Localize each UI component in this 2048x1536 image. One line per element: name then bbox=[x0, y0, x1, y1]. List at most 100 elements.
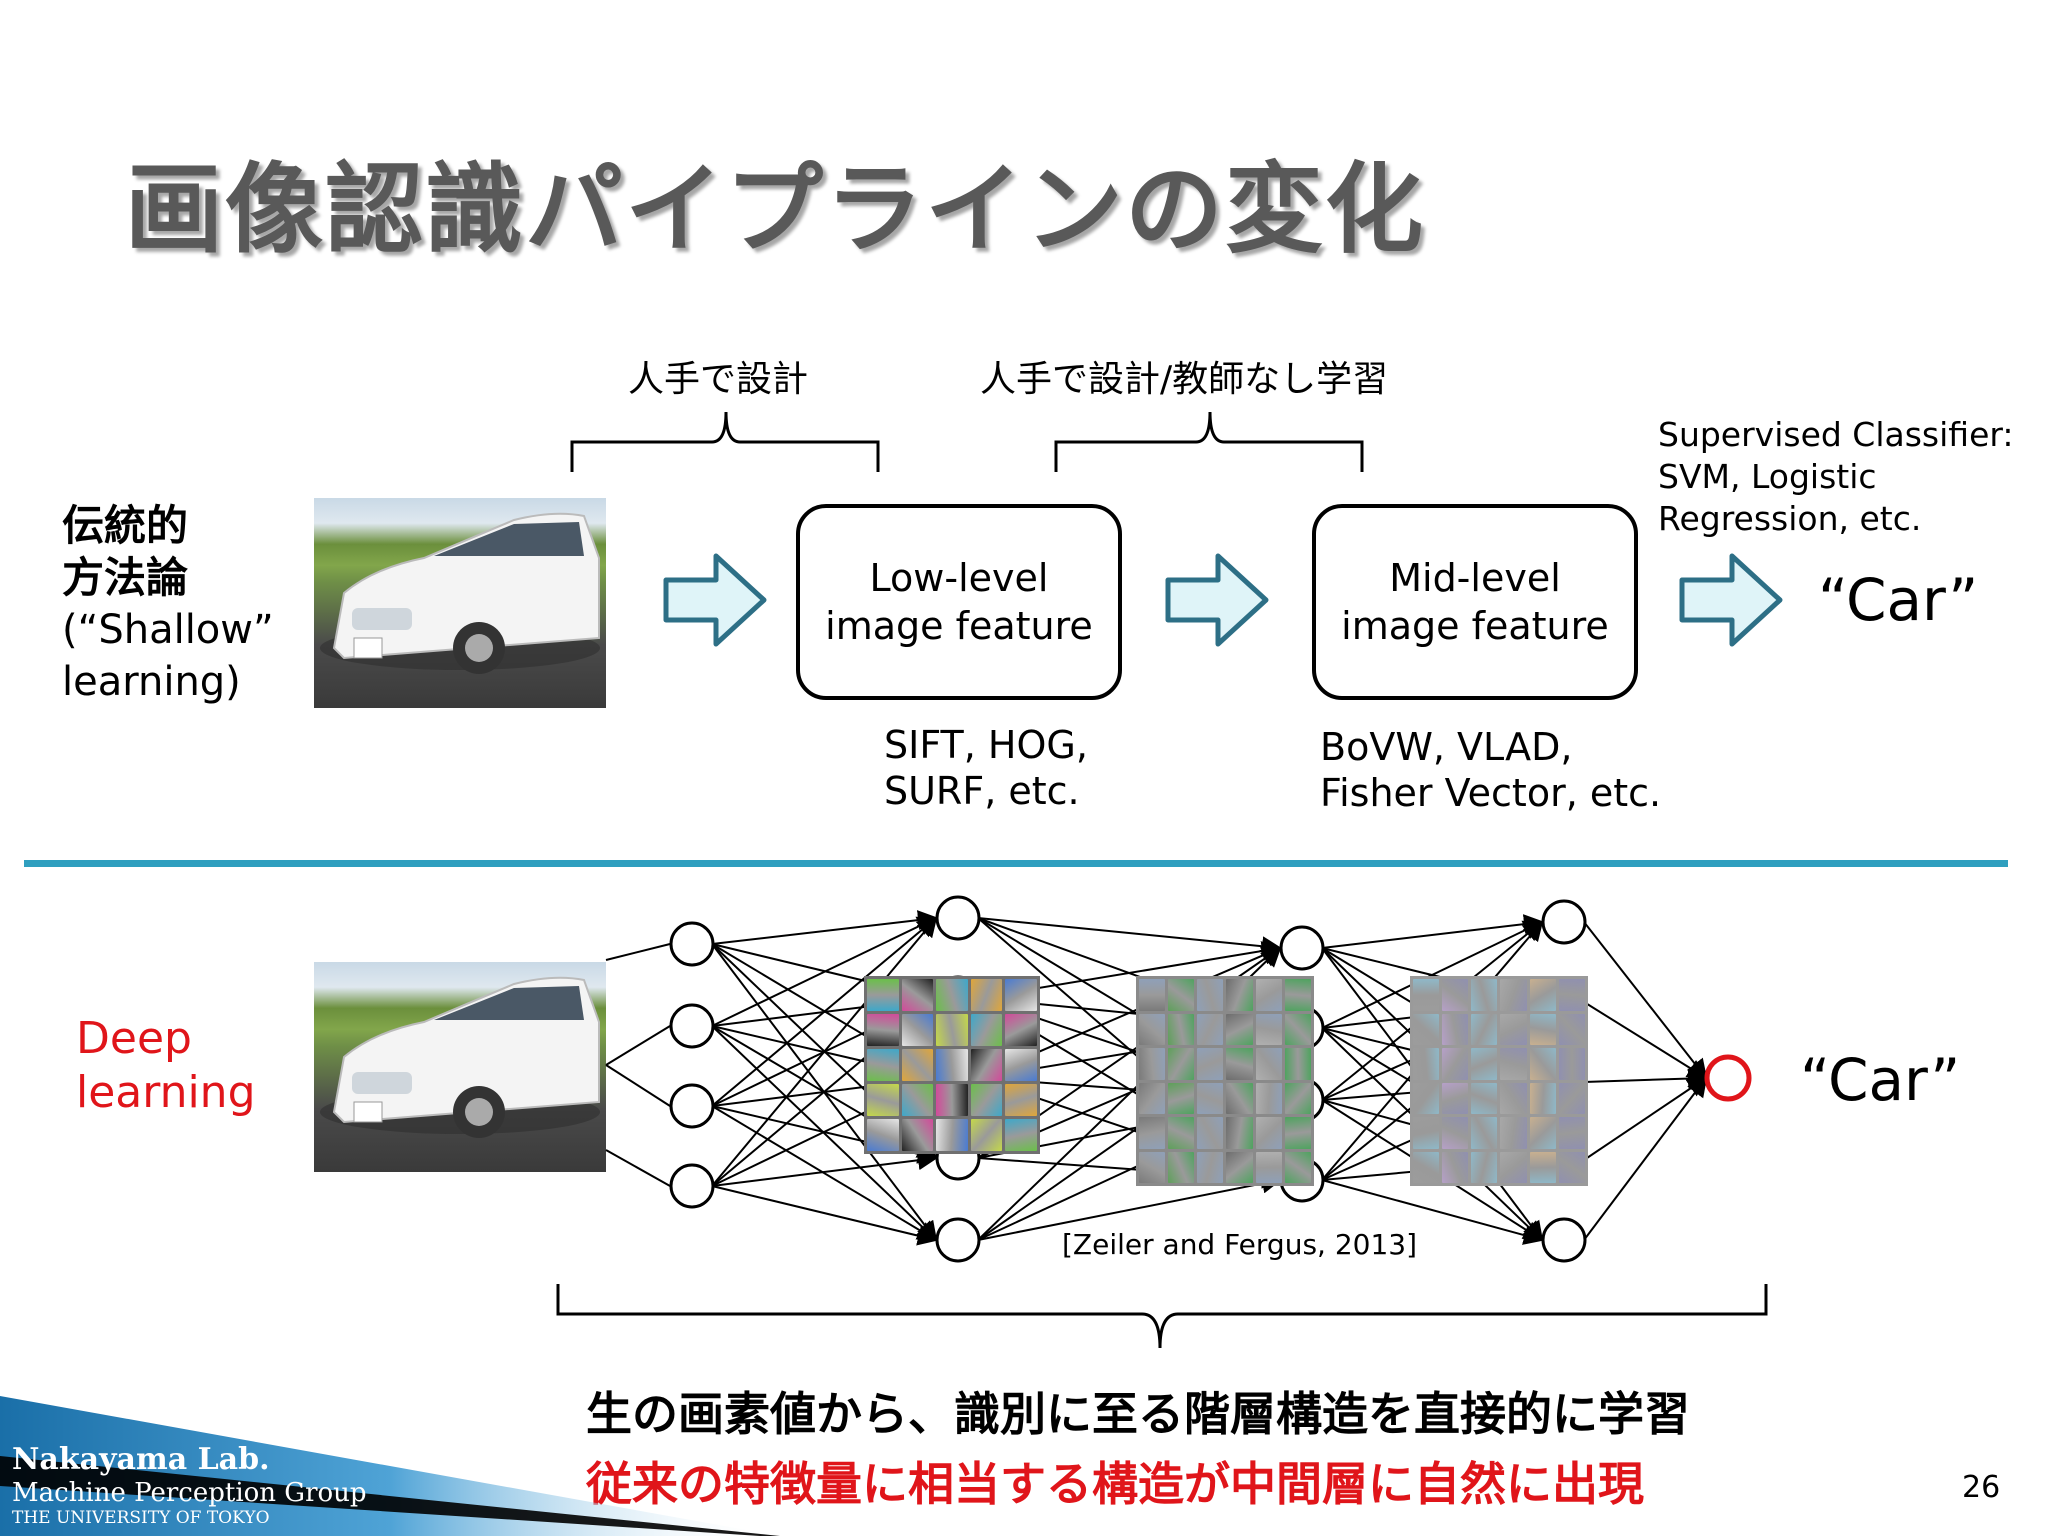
filter-tile bbox=[1471, 1048, 1498, 1080]
connection-l3-out bbox=[1583, 1076, 1708, 1161]
deep-label-line1: Deep bbox=[76, 1013, 192, 1064]
filter-tile bbox=[1284, 1082, 1311, 1114]
filter-tile bbox=[1005, 1084, 1037, 1116]
brace-label-handcrafted: 人手で設計 bbox=[628, 359, 809, 400]
filter-tile bbox=[1558, 1048, 1585, 1080]
filter-tile bbox=[1471, 1013, 1498, 1045]
filter-tile bbox=[1442, 1082, 1469, 1114]
connection-l3-out bbox=[1583, 1001, 1708, 1080]
filter-tile bbox=[867, 979, 899, 1011]
box2-line1: Mid-level bbox=[1389, 556, 1561, 600]
classifier-line1: Supervised Classifier: bbox=[1658, 415, 2014, 454]
filter-tile bbox=[1471, 1117, 1498, 1149]
filter-tile bbox=[936, 1084, 968, 1116]
filter-tile bbox=[1255, 1117, 1282, 1149]
filter-tile bbox=[1471, 1151, 1498, 1183]
filter-tile bbox=[1442, 1048, 1469, 1080]
box2-line2: image feature bbox=[1341, 604, 1609, 648]
citation: [Zeiler and Fergus, 2013] bbox=[1062, 1228, 1418, 1261]
deep-label-line2: learning bbox=[76, 1067, 256, 1118]
mid-level-examples-line2: Fisher Vector, etc. bbox=[1320, 771, 1662, 815]
connection-l0-l1 bbox=[711, 916, 938, 1107]
label-jp-line1: 伝統的 bbox=[62, 501, 189, 550]
filter-tile bbox=[1226, 1048, 1253, 1080]
filter-tile bbox=[1284, 1151, 1311, 1183]
lab-group: Machine Perception Group bbox=[12, 1478, 367, 1508]
filter-tile bbox=[1197, 1117, 1224, 1149]
filter-tile bbox=[1226, 1082, 1253, 1114]
brace-left bbox=[570, 411, 880, 472]
car-image bbox=[320, 512, 600, 674]
network-node bbox=[1541, 1217, 1587, 1263]
filter-tile bbox=[1500, 1117, 1527, 1149]
filter-tile bbox=[1197, 979, 1224, 1011]
filter-tile bbox=[1197, 1082, 1224, 1114]
arrow-right-icon bbox=[663, 553, 767, 647]
filter-tile bbox=[1005, 1119, 1037, 1151]
footer-swoosh bbox=[0, 1396, 780, 1536]
filter-tile bbox=[936, 1049, 968, 1081]
filter-tile bbox=[1197, 1013, 1224, 1045]
connection-l2-l3 bbox=[1321, 914, 1544, 949]
filter-tile bbox=[1255, 1151, 1282, 1183]
filter-tile bbox=[1442, 1013, 1469, 1045]
filter-tile bbox=[1471, 979, 1498, 1011]
filter-tile bbox=[1226, 1151, 1253, 1183]
filter-tile bbox=[867, 1084, 899, 1116]
filter-tile bbox=[1255, 1013, 1282, 1045]
filter-tile bbox=[1226, 1117, 1253, 1149]
filter-tile bbox=[1139, 1082, 1166, 1114]
filter-tile bbox=[1168, 1013, 1195, 1045]
connection-l0-l1 bbox=[711, 1150, 938, 1187]
network-node bbox=[669, 1083, 715, 1129]
filter-tile bbox=[1529, 1048, 1556, 1080]
page-number: 26 bbox=[1962, 1470, 2001, 1505]
filter-tile bbox=[1413, 1117, 1440, 1149]
brace-bottom bbox=[556, 1284, 1768, 1349]
filter-tile bbox=[1139, 1117, 1166, 1149]
network-node bbox=[935, 1217, 981, 1263]
filter-tile bbox=[970, 1119, 1003, 1151]
classifier-line3: Regression, etc. bbox=[1658, 499, 1922, 538]
box1-line1: Low-level bbox=[869, 556, 1049, 600]
network-node bbox=[669, 921, 715, 967]
label-jp-line2: 方法論 bbox=[62, 553, 189, 602]
connection-l0-l1 bbox=[711, 916, 938, 1187]
output-node bbox=[1704, 1054, 1752, 1102]
filter-tile bbox=[1005, 1049, 1037, 1081]
filter-tile bbox=[1284, 1048, 1311, 1080]
layer3-filters-visualization bbox=[1410, 976, 1588, 1186]
filter-tile bbox=[970, 979, 1003, 1011]
connection-l1-l2 bbox=[977, 917, 1282, 957]
filter-tile bbox=[1558, 1117, 1585, 1149]
filter-tile bbox=[1529, 979, 1556, 1011]
connection-input bbox=[605, 943, 671, 961]
filter-tile bbox=[1558, 979, 1585, 1011]
filter-tile bbox=[1139, 1048, 1166, 1080]
filter-tile bbox=[936, 979, 968, 1011]
network-node bbox=[669, 1163, 715, 1209]
filter-tile bbox=[1442, 1151, 1469, 1183]
classifier-text: Supervised Classifier: SVM, Logistic Reg… bbox=[1658, 414, 2014, 540]
filter-tile bbox=[1197, 1048, 1224, 1080]
filter-tile bbox=[1442, 979, 1469, 1011]
filter-tile bbox=[1471, 1082, 1498, 1114]
filter-tile bbox=[901, 1119, 934, 1151]
layer2-filters-visualization bbox=[1136, 976, 1314, 1186]
label-en-line2: learning) bbox=[62, 659, 241, 705]
low-level-examples: SIFT, HOG, SURF, etc. bbox=[884, 722, 1088, 814]
low-level-feature-box: Low-level image feature bbox=[796, 504, 1122, 700]
connection-l2-l3 bbox=[1321, 1179, 1544, 1245]
car-image bbox=[320, 976, 600, 1138]
filter-tile bbox=[1139, 979, 1166, 1011]
filter-tile bbox=[1168, 1117, 1195, 1149]
filter-tile bbox=[1284, 1117, 1311, 1149]
filter-tile bbox=[1529, 1082, 1556, 1114]
filter-tile bbox=[1558, 1013, 1585, 1045]
filter-tile bbox=[1413, 1151, 1440, 1183]
deep-learning-label: Deep learning bbox=[76, 1012, 256, 1120]
low-level-examples-line2: SURF, etc. bbox=[884, 769, 1080, 813]
filter-tile bbox=[1197, 1151, 1224, 1183]
